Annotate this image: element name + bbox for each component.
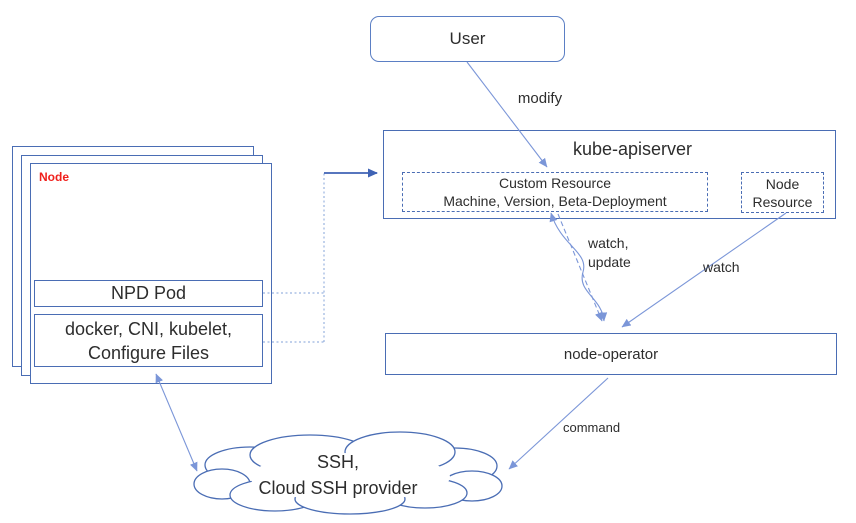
npd-pod-box: NPD Pod xyxy=(34,280,263,307)
edge-label-watch-update-line1: watch, xyxy=(588,235,629,251)
cloud-label-line1: SSH, xyxy=(316,452,359,472)
edge-label-command: command xyxy=(563,420,621,435)
kube-apiserver-title: kube-apiserver xyxy=(572,139,693,159)
edge-label-watch: watch xyxy=(703,259,740,275)
custom-resource-line1: Custom Resource xyxy=(498,175,612,191)
node-resource-box: Node Resource xyxy=(741,172,824,213)
edge-label-watch-update: watch, update xyxy=(588,234,631,272)
node-operator-box: node-operator xyxy=(385,333,837,375)
npd-pod-label: NPD Pod xyxy=(110,283,187,303)
custom-resource-box: Custom Resource Machine, Version, Beta-D… xyxy=(402,172,708,212)
node-resource-line2: Resource xyxy=(752,193,813,210)
cloud-label-line2: Cloud SSH provider xyxy=(258,478,418,498)
node-components-line2: Configure Files xyxy=(87,342,210,363)
node-stack-label: Node xyxy=(39,170,69,184)
node-components-line1: docker, CNI, kubelet, xyxy=(64,318,233,339)
node-resource-line1: Node xyxy=(765,175,800,192)
edge-label-modify: modify xyxy=(517,90,563,107)
user-label: User xyxy=(449,29,486,48)
user-box: User xyxy=(370,16,565,62)
edge-label-watch-update-line2: update xyxy=(588,254,631,270)
custom-resource-line2: Machine, Version, Beta-Deployment xyxy=(443,193,667,209)
cloud-label: SSH, Cloud SSH provider xyxy=(218,449,458,501)
kube-apiserver-box: kube-apiserver Custom Resource Machine, … xyxy=(383,130,836,219)
node-operator-label: node-operator xyxy=(563,345,659,363)
node-components-box: docker, CNI, kubelet, Configure Files xyxy=(34,314,263,367)
arrow-cloud-to-node xyxy=(155,373,198,472)
